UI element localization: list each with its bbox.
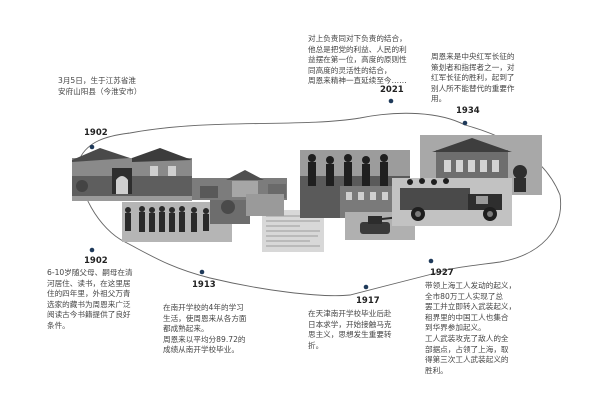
timeline-dot-1902-bottom: [89, 247, 95, 253]
year-label-1934: 1934: [456, 106, 480, 116]
event-text-1927: 带领上海工人发动的起义， 全市80万工人实现了总 罢工并立即转入武装起义， 租界…: [425, 281, 517, 375]
year-label-1902-childhood: 1902: [84, 256, 108, 266]
event-text-childhood: 6-10岁随父母、嗣母在清 河居住、读书，在这里居 住的四年里，外祖父万青 选家…: [47, 268, 133, 330]
event-text-1913: 在南开学校的4年的学习 生活，使周恩来从各方面 都成熟起来。 周恩来以平均分89…: [163, 303, 247, 355]
year-label-1902-birth: 1902: [84, 128, 108, 138]
event-text-1934: 周恩来是中央红军长征的 策划者和指挥者之一，对 红军长征的胜利，起到了 别人所不…: [431, 52, 515, 104]
timeline-dot-1917: [363, 284, 369, 290]
year-label-1927: 1927: [430, 268, 454, 278]
timeline-dot-1902-top: [89, 144, 95, 150]
event-text-birth: 3月5日，生于江苏省淮 安府山阳县（今淮安市）: [58, 76, 142, 96]
photo-truck: [392, 178, 512, 226]
year-label-1917: 1917: [356, 296, 380, 306]
photo-documents: [246, 194, 324, 252]
photo-group-people: [122, 200, 250, 242]
timeline-dot-1913: [199, 269, 205, 275]
timeline-dot-1934: [462, 120, 468, 126]
year-label-2021: 2021: [380, 85, 404, 95]
timeline-dot-1927: [428, 258, 434, 264]
event-text-1917: 在天津南开学校毕业后赴 日本求学，开始接触马克 思主义，思想发生重要转 折。: [308, 309, 392, 350]
year-label-1913: 1913: [192, 280, 216, 290]
photo-old-town: [72, 148, 192, 201]
timeline-path: [78, 112, 562, 297]
event-text-2021: 对上负责同对下负责的结合， 他总是把党的利益、人民的利 益摆在第一位，高度的原则…: [308, 34, 407, 86]
timeline-dot-2021: [388, 98, 394, 104]
